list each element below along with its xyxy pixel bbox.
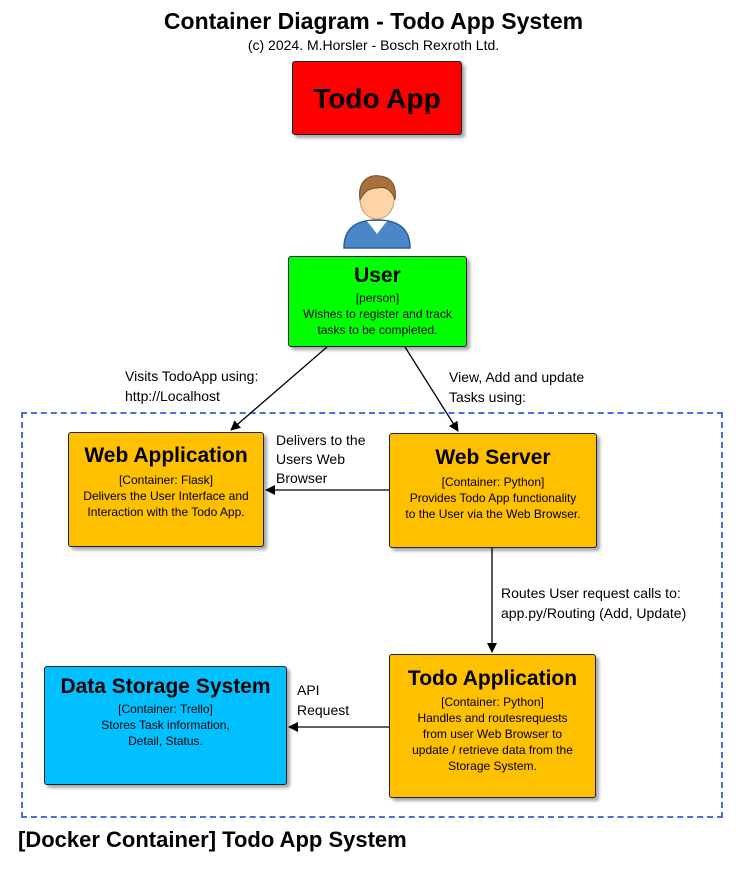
data-storage-tag: [Container: Trello] <box>118 702 213 716</box>
label-webserver-to-webapp: Delivers to the Users Web Browser <box>276 432 365 487</box>
label-line: Users Web <box>276 451 345 467</box>
user-person-box[interactable]: User [person] Wishes to register and tra… <box>288 256 467 347</box>
label-webserver-to-todoapp: Routes User request calls to: app.py/Rou… <box>501 585 686 622</box>
label-line: Delivers to the <box>276 432 366 448</box>
web-server-desc-line: to the User via the Web Browser. <box>405 507 581 521</box>
user-desc-line: tasks to be completed. <box>317 323 438 337</box>
todo-application-container[interactable]: Todo Application [Container: Python] Han… <box>389 654 596 798</box>
todo-app-system-box[interactable]: Todo App <box>292 61 462 135</box>
boundary-label: [Docker Container] Todo App System <box>18 827 407 852</box>
person-icon <box>343 175 411 249</box>
data-storage-desc-line: Detail, Status. <box>128 734 203 748</box>
user-name: User <box>354 264 401 287</box>
user-tag: [person] <box>355 291 400 305</box>
web-application-desc-line: Interaction with the Todo App. <box>87 505 245 519</box>
user-desc-line: Wishes to register and track <box>303 307 452 321</box>
label-line: http://Localhost <box>125 388 220 404</box>
web-server-desc-line: Provides Todo App functionality <box>409 491 577 505</box>
web-server-name: Web Server <box>435 446 551 469</box>
data-storage-system-box[interactable]: Data Storage System [Container: Trello] … <box>44 666 287 785</box>
label-user-to-webapp: Visits TodoApp using: http://Localhost <box>125 368 258 405</box>
label-line: app.py/Routing (Add, Update) <box>501 605 687 621</box>
label-line: Tasks using: <box>449 389 527 405</box>
web-application-tag: [Container: Flask] <box>118 473 214 487</box>
label-line: Routes User request calls to: <box>501 585 681 601</box>
arrow-user-to-webserver <box>404 346 459 432</box>
label-line: View, Add and update <box>449 369 585 385</box>
todo-application-tag: [Container: Python] <box>441 695 544 709</box>
todo-app-system-name: Todo App <box>313 83 441 114</box>
data-storage-desc-line: Stores Task information, <box>101 718 230 732</box>
web-application-desc-line: Delivers the User Interface and <box>83 489 249 503</box>
label-user-to-webserver: View, Add and update Tasks using: <box>449 369 584 406</box>
label-line: Visits TodoApp using: <box>125 368 259 384</box>
label-todoapp-to-storage: API Request <box>297 682 349 719</box>
todo-application-desc-line: Storage System. <box>448 759 537 773</box>
todo-application-desc-line: from user Web Browser to <box>422 727 563 741</box>
docker-container-boundary <box>21 412 723 818</box>
todo-application-desc-line: update / retrieve data from the <box>412 743 573 757</box>
diagram-title: Container Diagram - Todo App System <box>163 8 584 34</box>
todo-application-desc-line: Handles and routesrequests <box>417 711 568 725</box>
web-server-container[interactable]: Web Server [Container: Python] Provides … <box>389 433 597 548</box>
web-server-tag: [Container: Python] <box>441 475 545 489</box>
label-line: API <box>297 682 320 698</box>
diagram-subtitle: (c) 2024. M.Horsler - Bosch Rexroth Ltd. <box>247 37 500 53</box>
label-line: Browser <box>276 470 328 486</box>
todo-application-name: Todo Application <box>407 667 578 690</box>
web-application-name: Web Application <box>84 444 248 467</box>
data-storage-name: Data Storage System <box>60 675 271 698</box>
web-application-container[interactable]: Web Application [Container: Flask] Deliv… <box>68 432 264 547</box>
arrow-user-to-webapp <box>230 346 328 431</box>
label-line: Request <box>297 702 350 718</box>
